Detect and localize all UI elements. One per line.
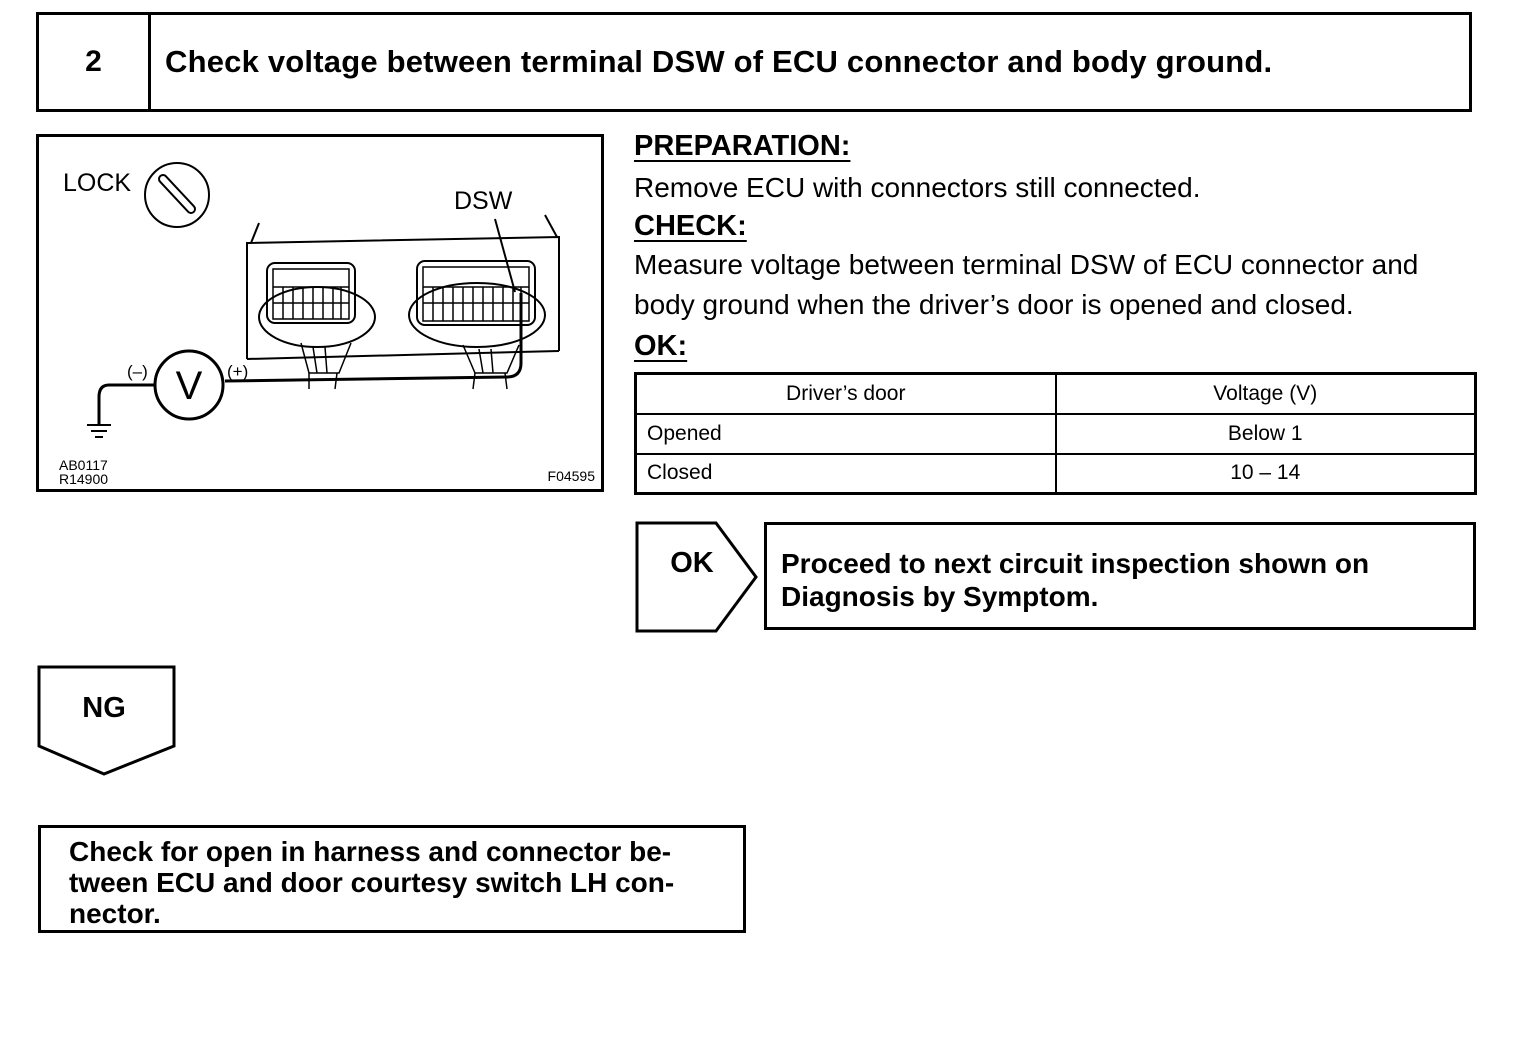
voltmeter-symbol: V — [176, 364, 203, 408]
lock-label: LOCK — [63, 169, 131, 197]
ok-result-line-1: Proceed to next circuit inspection shown… — [781, 548, 1370, 579]
ng-result-line-2: tween ECU and door courtesy switch LH co… — [69, 867, 675, 898]
column-header-voltage: Voltage (V) — [1054, 372, 1477, 415]
ok-branch-label: OK — [670, 547, 714, 579]
wiring-diagram: LOCK DSW — [36, 134, 604, 492]
table-row: Closed 10 – 14 — [634, 452, 1477, 495]
ok-spec-table: Driver’s door Voltage (V) Opened Below 1… — [634, 372, 1477, 495]
step-title: Check voltage between terminal DSW of EC… — [165, 44, 1273, 79]
step-header: 2 Check voltage between terminal DSW of … — [36, 12, 1472, 112]
positive-terminal-label: (+) — [227, 362, 248, 381]
ok-heading: OK: — [634, 330, 688, 362]
ok-result-line-2: Diagnosis by Symptom. — [781, 581, 1099, 612]
step-number: 2 — [39, 15, 151, 109]
diagram-code-2: R14900 — [59, 471, 108, 487]
ok-branch-arrow: OK — [635, 521, 758, 633]
ignition-key-icon — [144, 162, 210, 228]
positive-probe-wire — [224, 293, 523, 383]
preparation-text: Remove ECU with connectors still connect… — [634, 172, 1201, 203]
table-cell: Below 1 — [1054, 412, 1477, 455]
check-text-line-2: body ground when the driver’s door is op… — [634, 289, 1354, 320]
negative-probe-wire — [97, 383, 155, 425]
diagram-code-1: AB0117 — [59, 457, 108, 473]
diagram-illustration: LOCK DSW — [59, 162, 596, 487]
ground-symbol-icon — [87, 424, 111, 438]
table-cell: Opened — [634, 412, 1057, 455]
ecu-connector-left — [258, 262, 376, 390]
table-cell: 10 – 14 — [1054, 452, 1477, 495]
figure-id: F04595 — [548, 468, 596, 484]
voltmeter-icon: V — [153, 349, 225, 421]
table-cell: Closed — [634, 452, 1057, 495]
ok-result-box: Proceed to next circuit inspection shown… — [764, 522, 1476, 630]
ecu-connector-right — [408, 260, 546, 390]
check-heading: CHECK: — [634, 210, 747, 242]
negative-terminal-label: (–) — [127, 362, 148, 381]
ecu-unit — [246, 214, 560, 360]
ng-result-box: Check for open in harness and connector … — [38, 825, 746, 933]
check-text-line-1: Measure voltage between terminal DSW of … — [634, 249, 1419, 280]
table-row: Opened Below 1 — [634, 412, 1477, 455]
dsw-label: DSW — [454, 187, 513, 215]
ng-branch-arrow: NG — [37, 665, 176, 776]
ng-branch-label: NG — [82, 692, 126, 724]
table-header-row: Driver’s door Voltage (V) — [634, 372, 1477, 415]
column-header-door: Driver’s door — [634, 372, 1057, 415]
ng-result-line-3: nector. — [69, 898, 161, 929]
ng-result-line-1: Check for open in harness and connector … — [69, 836, 672, 867]
preparation-heading: PREPARATION: — [634, 130, 851, 162]
